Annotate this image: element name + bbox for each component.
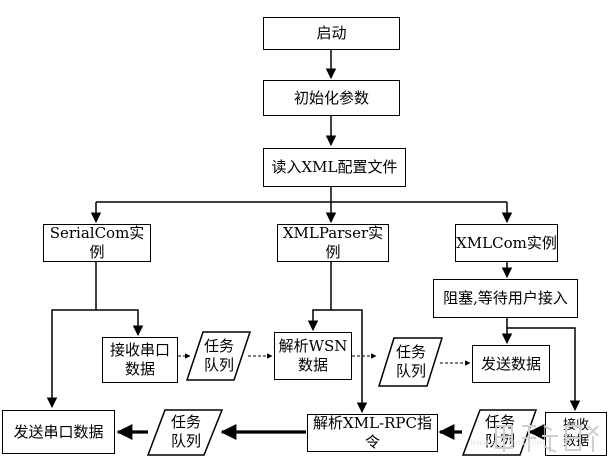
queue-shape-3	[146, 409, 224, 456]
node-serialcom-instance: SerialCom实例	[43, 224, 151, 262]
node-parse-xml-rpc: 解析XML-RPC指令	[307, 414, 438, 452]
queue-label-1: 任务 队列	[203, 337, 234, 374]
queue-shape-1	[185, 331, 252, 381]
queue-label-2: 任务 队列	[395, 343, 426, 380]
line-xmlparser-branch	[307, 262, 332, 332]
node-parse-wsn-data: 解析WSN 数据	[274, 332, 352, 380]
line-serialcom-branch	[46, 262, 97, 409]
node-send-data: 发送数据	[472, 345, 550, 383]
arrow-serialcom-recv	[96, 309, 144, 337]
node-receive-data-partial: 接收 数据	[545, 412, 607, 456]
line-block-down	[506, 318, 581, 412]
node-send-serial-data: 发送串口数据	[2, 410, 115, 454]
node-receive-serial-data: 接收串口 数据	[102, 337, 178, 383]
queue-shape-2	[377, 337, 444, 387]
node-init-params: 初始化参数	[263, 80, 400, 116]
arrow-xmlparser-rpc	[331, 309, 368, 414]
node-xmlparser-instance: XMLParser实例	[277, 224, 389, 262]
node-block-wait-user: 阻塞,等待用户接入	[433, 279, 578, 318]
elecfans-watermark-url: www.elecfans.com	[470, 438, 545, 447]
node-start: 启动	[263, 17, 400, 50]
node-read-xml-config: 读入XML配置文件	[263, 148, 406, 187]
node-xmlcom-instance: XMLCom实例	[455, 224, 558, 262]
queue-label-3: 任务 队列	[170, 413, 201, 450]
